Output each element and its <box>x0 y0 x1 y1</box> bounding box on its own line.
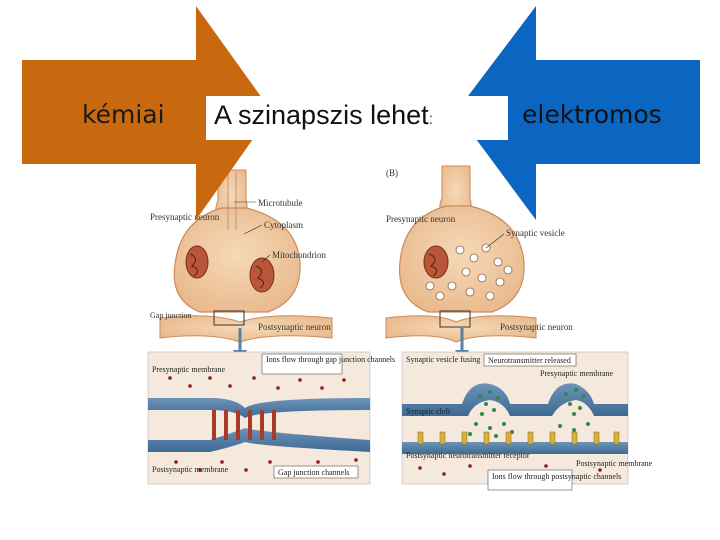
synapse-box <box>439 310 471 328</box>
label-cytoplasm: Cytoplasm <box>264 220 303 230</box>
panel-a-detail <box>147 351 371 485</box>
label-postsynaptic-membrane-b: Postsynaptic membrane <box>576 459 653 468</box>
panel-b-neuron <box>385 165 537 362</box>
left-arrow-shape <box>22 6 272 220</box>
panel-b-detail <box>401 351 629 491</box>
label-gap-junction: Gap junction <box>150 311 192 320</box>
label-postsynaptic-membrane-a: Postsynaptic membrane <box>152 465 229 474</box>
label-electrical: elektromos <box>522 100 662 129</box>
label-microtubule: Microtubule <box>258 198 303 208</box>
label-postsynaptic-receptor: Postsynaptic neurotransmitter receptor <box>406 451 530 460</box>
label-gap-junction-channels: Gap junction channels <box>278 468 350 477</box>
page-title: A szinapszis lehet: <box>214 100 433 131</box>
label-presynaptic-membrane-a: Presynaptic membrane <box>152 365 226 374</box>
panel-a-neuron <box>159 169 333 362</box>
label-neurotransmitter-released: Neurotransmitter released <box>488 356 571 365</box>
label-presynaptic-membrane-b: Presynaptic membrane <box>540 369 614 378</box>
synaptic-vesicles <box>425 243 513 301</box>
label-chemical: kémiai <box>82 100 165 129</box>
label-vesicle-fusing: Synaptic vesicle fusing <box>406 355 480 364</box>
label-postsynaptic-neuron-b: Postsynaptic neuron <box>500 322 573 332</box>
label-postsynaptic-neuron-a: Postsynaptic neuron <box>258 322 331 332</box>
right-arrow-shape <box>456 6 700 220</box>
label-presynaptic-neuron-b: Presynaptic neuron <box>386 214 456 224</box>
label-synaptic-vesicle: Synaptic vesicle <box>506 228 565 238</box>
panel-b-tag: (B) <box>386 168 398 178</box>
title-box <box>206 96 508 140</box>
mitochondrion-icon <box>185 245 209 279</box>
label-presynaptic-neuron-a: Presynaptic neuron <box>150 212 220 222</box>
gap-junction-box <box>213 310 245 326</box>
label-mitochondrion: Mitochondrion <box>272 250 326 260</box>
title-text: A szinapszis lehet <box>214 100 429 130</box>
label-ions-flow-a: Ions flow through gap junction channels <box>266 355 395 364</box>
label-synaptic-cleft: Synaptic cleft <box>406 407 451 416</box>
label-ions-flow-b: Ions flow through postsynaptic channels <box>492 472 621 481</box>
title-colon: : <box>428 111 434 128</box>
